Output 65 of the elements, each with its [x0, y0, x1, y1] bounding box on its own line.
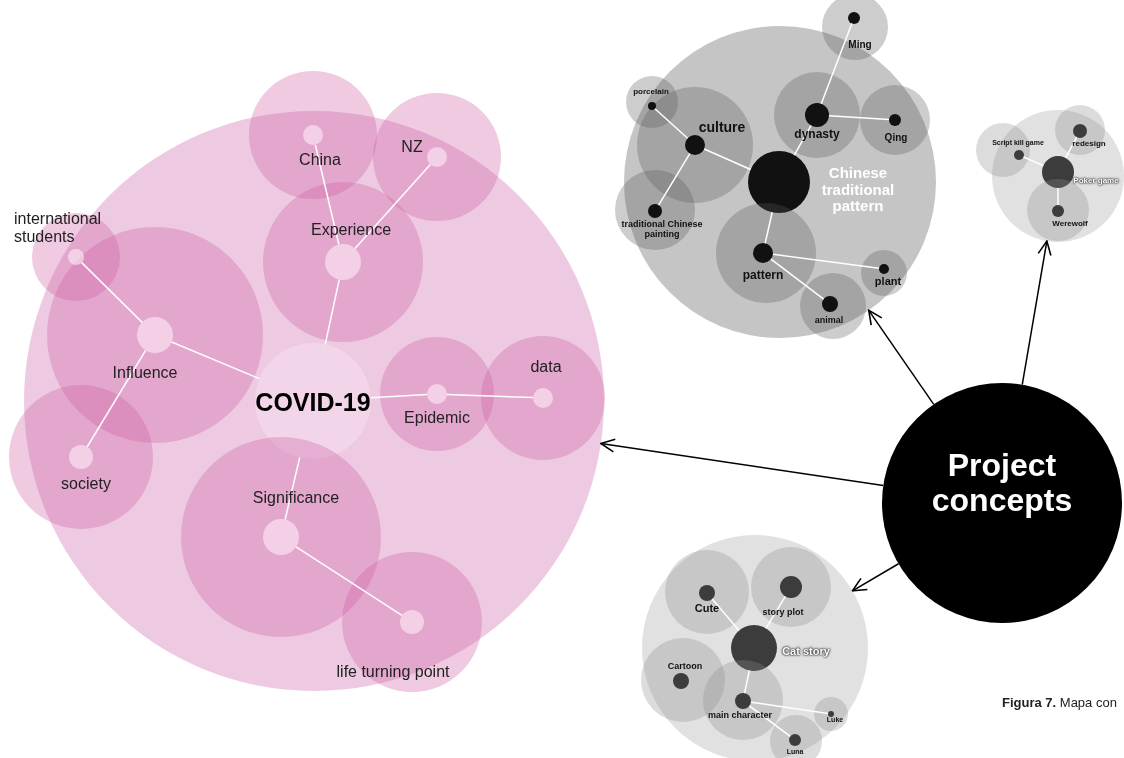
- connector-line: [828, 115, 890, 121]
- connector-line: [765, 595, 787, 630]
- connector-line: [314, 144, 340, 246]
- concept-label: dynasty: [794, 128, 840, 142]
- concept-label: NZ: [401, 138, 423, 156]
- connector-line: [820, 22, 853, 105]
- concept-label: story plot: [762, 608, 804, 618]
- concept-label: Significance: [252, 489, 340, 507]
- concept-label: data: [530, 358, 562, 376]
- concept-label: Werewolf: [1052, 219, 1088, 229]
- concept-label: Experience: [311, 221, 391, 239]
- concept-circle: [770, 715, 822, 758]
- concept-label: Ming: [848, 38, 872, 50]
- concept-circle: [822, 0, 888, 60]
- concept-label: pattern: [742, 269, 784, 283]
- arrow: [600, 438, 885, 487]
- concept-circle: [1055, 105, 1105, 155]
- arrow: [1021, 240, 1052, 386]
- concept-label: life turning point: [336, 663, 450, 681]
- connector-line: [743, 669, 751, 694]
- connector-line: [370, 393, 428, 399]
- figure-caption: Figura 7. Mapa con: [1002, 695, 1117, 710]
- arrow: [867, 309, 935, 406]
- concept-label: culture: [698, 120, 746, 136]
- concept-label: Chinese traditional pattern: [820, 165, 896, 215]
- arrow: [851, 563, 900, 592]
- connector-line: [793, 124, 812, 156]
- concept-label: porcelain: [633, 87, 669, 97]
- connector-line: [748, 705, 791, 738]
- concept-label: society: [61, 475, 111, 493]
- concept-label: Cute: [694, 601, 720, 615]
- connector-line: [284, 456, 301, 521]
- concept-label: international students: [14, 210, 103, 246]
- concept-label: animal: [814, 316, 844, 326]
- concept-label: COVID-19: [255, 389, 371, 417]
- concept-label: Epidemic: [404, 409, 470, 427]
- connector-line: [770, 258, 825, 300]
- connector-line: [80, 261, 143, 324]
- concept-label: Poker game: [1073, 176, 1119, 186]
- connector-line: [354, 163, 432, 250]
- connector-line: [750, 701, 829, 715]
- connector-line: [657, 152, 691, 206]
- concept-label: Cat story: [782, 644, 830, 658]
- concept-label: Project concepts: [930, 447, 1074, 519]
- connector-line: [1022, 156, 1045, 167]
- connector-line: [324, 278, 340, 346]
- connector-line: [1057, 187, 1059, 206]
- concept-label: traditional Chinese painting: [620, 220, 704, 240]
- connector-line: [446, 393, 534, 399]
- concept-label: Influence: [112, 364, 178, 382]
- connector-line: [295, 546, 403, 617]
- concept-label: China: [299, 151, 341, 169]
- concept-label: plant: [874, 274, 902, 288]
- concept-label: Cartoon: [667, 662, 703, 672]
- connector-line: [1064, 136, 1078, 159]
- connector-line: [654, 107, 689, 140]
- concept-label: main character: [708, 711, 772, 721]
- concept-label: Qing: [884, 131, 908, 143]
- connector-line: [86, 349, 147, 448]
- connector-line: [711, 598, 740, 632]
- connector-line: [703, 148, 752, 171]
- connector-line: [764, 211, 773, 244]
- connector-line: [772, 253, 880, 270]
- concept-label: redesign: [1072, 139, 1106, 149]
- connector-line: [170, 341, 261, 380]
